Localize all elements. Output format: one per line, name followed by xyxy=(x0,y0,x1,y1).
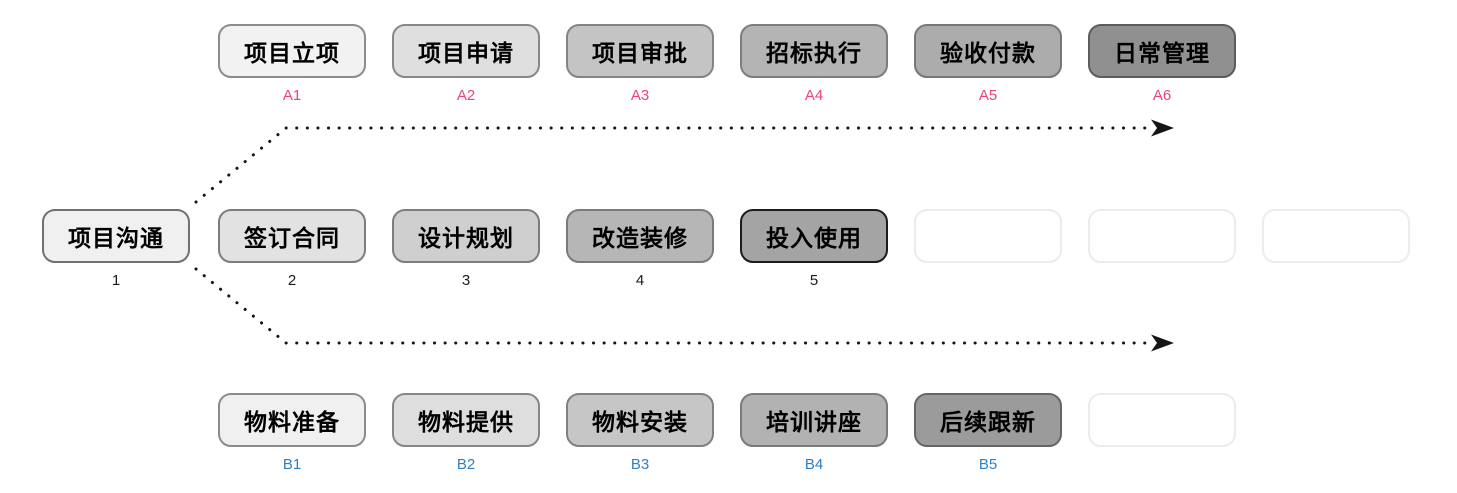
stage-label: 5 xyxy=(809,272,819,289)
stage-box: 项目审批 xyxy=(566,24,714,78)
stage-box: 项目立项 xyxy=(218,24,366,78)
stage-label: A4 xyxy=(804,87,824,104)
stage-box: 验收付款 xyxy=(914,24,1062,78)
stage-box: 日常管理 xyxy=(1088,24,1236,78)
stage-text: 验收付款 xyxy=(940,40,1036,66)
stage-label: A5 xyxy=(978,87,998,104)
flow-arrow-top xyxy=(194,119,1174,204)
stage-label: B3 xyxy=(630,456,650,473)
stage-text: 项目立项 xyxy=(244,40,340,66)
stage-box: 项目申请 xyxy=(392,24,540,78)
stage-box: 设计规划 xyxy=(392,209,540,263)
stage-label: A6 xyxy=(1152,87,1172,104)
stage-box: 培训讲座 xyxy=(740,393,888,447)
stage-text: 投入使用 xyxy=(766,225,862,251)
stage-text: 招标执行 xyxy=(766,40,862,66)
stage-box: 项目沟通 xyxy=(42,209,190,263)
stage-label: 3 xyxy=(461,272,471,289)
arrowhead-icon xyxy=(1151,119,1174,137)
stage-box: 后续跟新 xyxy=(914,393,1062,447)
stage-box: 物料提供 xyxy=(392,393,540,447)
stage-text: 后续跟新 xyxy=(940,409,1036,435)
stage-label: B1 xyxy=(282,456,302,473)
stage-text: 物料安装 xyxy=(592,409,688,435)
stage-label: B5 xyxy=(978,456,998,473)
stage-label: A1 xyxy=(282,87,302,104)
stage-box-empty xyxy=(1088,209,1236,263)
stage-text: 项目沟通 xyxy=(68,225,164,251)
stage-box: 改造装修 xyxy=(566,209,714,263)
stage-box: 物料安装 xyxy=(566,393,714,447)
flow-arrow-bottom xyxy=(194,267,1174,352)
stage-box-empty xyxy=(1262,209,1410,263)
stage-text: 签订合同 xyxy=(244,225,340,251)
stage-box: 投入使用 xyxy=(740,209,888,263)
stage-box: 签订合同 xyxy=(218,209,366,263)
stage-text: 项目审批 xyxy=(592,40,688,66)
stage-text: 物料提供 xyxy=(418,409,514,435)
stage-label: A3 xyxy=(630,87,650,104)
stage-text: 改造装修 xyxy=(592,225,688,251)
stage-label: B4 xyxy=(804,456,824,473)
stage-box-empty xyxy=(914,209,1062,263)
stage-label: A2 xyxy=(456,87,476,104)
stage-label: 4 xyxy=(635,272,645,289)
stage-text: 项目申请 xyxy=(418,40,514,66)
stage-label: 1 xyxy=(111,272,121,289)
stage-text: 设计规划 xyxy=(418,225,514,251)
stage-label: 2 xyxy=(287,272,297,289)
stage-label: B2 xyxy=(456,456,476,473)
stage-text: 日常管理 xyxy=(1114,40,1210,66)
stage-box: 物料准备 xyxy=(218,393,366,447)
arrowhead-icon xyxy=(1151,334,1174,352)
stage-text: 培训讲座 xyxy=(766,409,862,435)
stage-box: 招标执行 xyxy=(740,24,888,78)
stage-text: 物料准备 xyxy=(244,409,340,435)
stage-box-empty xyxy=(1088,393,1236,447)
